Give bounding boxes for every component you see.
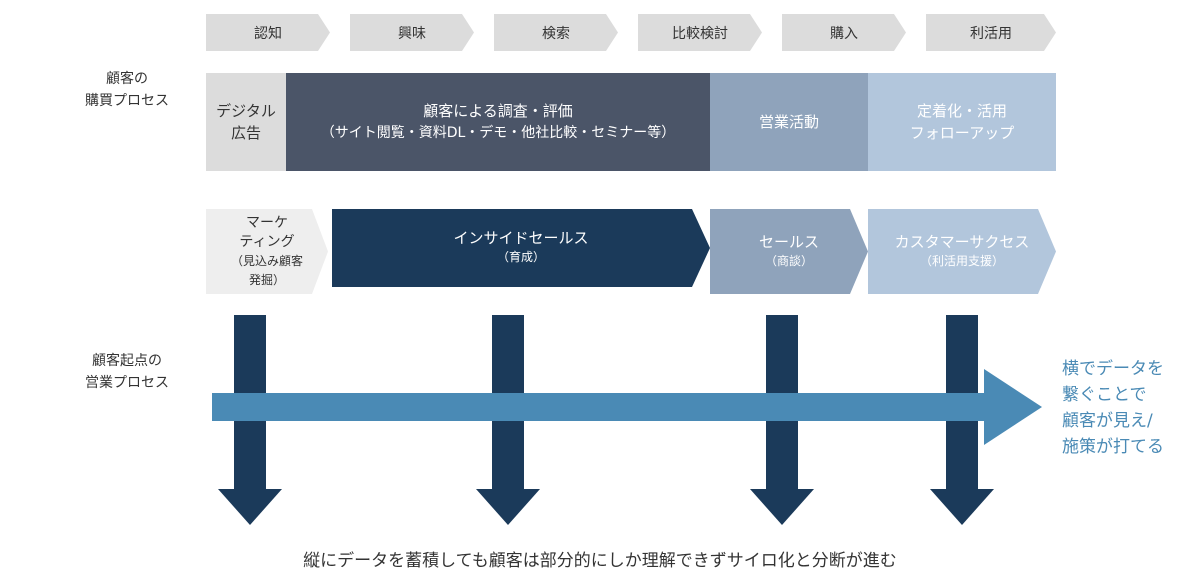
stage-interest: 興味 xyxy=(350,14,474,51)
horizontal-arrow-shaft xyxy=(212,393,986,421)
stage-label: 購入 xyxy=(830,25,858,42)
block-sales: セールス （商談） xyxy=(710,209,868,294)
stage-label: 興味 xyxy=(398,25,426,42)
down-arrow-head xyxy=(750,489,814,525)
stage-label: 検索 xyxy=(542,25,570,42)
down-arrow-head xyxy=(476,489,540,525)
block-customer-research: 顧客による調査・評価 （サイト閲覧・資料DL・デモ・他社比較・セミナー等） xyxy=(286,73,710,171)
block-sales-activity: 営業活動 xyxy=(710,73,868,171)
horizontal-arrow-head xyxy=(984,369,1042,445)
sales-process-label: 顧客起点の 営業プロセス xyxy=(85,353,169,391)
stage-utilization: 利活用 xyxy=(926,14,1056,51)
stage-label: 認知 xyxy=(254,25,282,42)
stage-comparison: 比較検討 xyxy=(638,14,762,51)
block-customer-success: カスタマーサクセス （利活用支援） xyxy=(868,209,1056,294)
purchase-process-label: 顧客の 購買プロセス xyxy=(85,71,169,109)
block-digital-ads: デジタル 広告 xyxy=(206,73,286,171)
bottom-caption: 縦にデータを蓄積しても顧客は部分的にしか理解できずサイロ化と分断が進む xyxy=(303,551,897,571)
block-onboarding-followup: 定着化・活用 フォローアップ xyxy=(868,73,1056,171)
block-marketing: マーケ ティング （見込み顧客 発掘） xyxy=(206,209,328,294)
stage-awareness: 認知 xyxy=(206,14,330,51)
down-arrow-head xyxy=(218,489,282,525)
right-note: 横でデータを 繋ぐことで 顧客が見え/ 施策が打てる xyxy=(1062,359,1164,457)
block-inside-sales: インサイドセールス （育成） xyxy=(332,209,710,287)
stage-purchase: 購入 xyxy=(782,14,906,51)
down-arrow-head xyxy=(930,489,994,525)
stage-search: 検索 xyxy=(494,14,618,51)
stage-label: 比較検討 xyxy=(672,25,728,42)
stage-label: 利活用 xyxy=(970,25,1012,42)
